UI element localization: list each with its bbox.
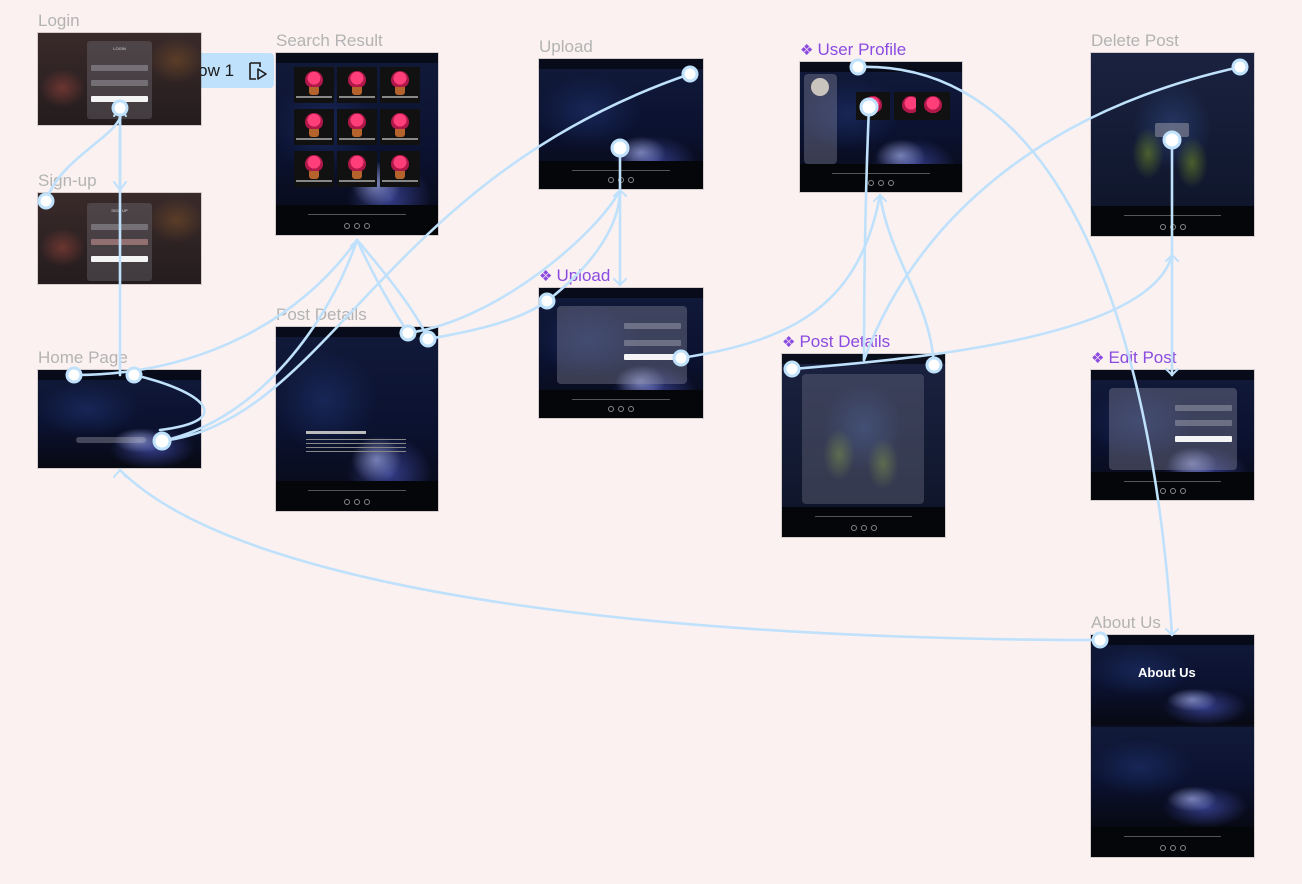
search-bar[interactable] (76, 437, 146, 443)
password-field[interactable] (91, 80, 148, 86)
result-tile[interactable] (337, 67, 377, 103)
connector (160, 238, 359, 443)
component-label-text: User Profile (817, 40, 907, 59)
connector-node[interactable] (1091, 631, 1109, 649)
frame-about-us[interactable]: About Us (1091, 635, 1254, 857)
connector-node[interactable] (783, 360, 801, 378)
connector (44, 116, 122, 203)
login-title: LOGIN (113, 46, 126, 51)
frame-label-login[interactable]: Login (38, 11, 80, 30)
result-tile[interactable] (294, 151, 334, 187)
arrowhead (873, 193, 887, 202)
connector-node[interactable] (152, 431, 172, 451)
connector-node[interactable] (538, 292, 556, 310)
connector-node[interactable] (1162, 130, 1182, 150)
arrowhead (350, 238, 364, 247)
arrowhead (1165, 368, 1179, 377)
connector (355, 238, 430, 341)
connector (406, 188, 622, 335)
upload-title-field[interactable] (624, 323, 681, 329)
connector-node[interactable] (399, 324, 417, 342)
frame-label-about-us[interactable]: About Us (1091, 613, 1161, 632)
connector (160, 72, 692, 443)
frame-user-profile[interactable] (800, 62, 962, 192)
connector-node[interactable] (859, 97, 879, 117)
component-label-user-profile[interactable]: ❖User Profile (800, 40, 906, 61)
frame-post-details-modal[interactable] (782, 354, 945, 537)
connector-node[interactable] (672, 349, 690, 367)
connector (862, 105, 871, 362)
post-title (306, 431, 366, 434)
edit-title-field[interactable] (1175, 405, 1232, 411)
connector (132, 373, 206, 432)
profile-post-tile[interactable] (916, 92, 950, 120)
connector (355, 238, 410, 335)
component-label-text: Edit Post (1108, 348, 1177, 367)
component-icon: ❖ (782, 334, 796, 351)
frame-search-result[interactable] (276, 53, 438, 235)
component-icon: ❖ (800, 42, 814, 59)
edit-modal (1109, 388, 1237, 470)
connector-node[interactable] (681, 65, 699, 83)
username-field[interactable] (91, 65, 148, 71)
about-heading: About Us (1138, 665, 1196, 680)
connector (426, 299, 549, 341)
connector-node[interactable] (111, 99, 129, 117)
login-button[interactable] (91, 96, 148, 102)
upload-modal (557, 306, 687, 384)
result-tile[interactable] (337, 109, 377, 145)
result-tile[interactable] (380, 67, 420, 103)
frame-post-details[interactable] (276, 327, 438, 511)
avatar (811, 78, 829, 96)
play-icon[interactable] (248, 61, 268, 81)
upload-desc-field[interactable] (624, 340, 681, 346)
result-tile[interactable] (380, 151, 420, 187)
frame-label-upload[interactable]: Upload (539, 37, 593, 56)
connector-node[interactable] (125, 366, 143, 384)
result-tile[interactable] (380, 109, 420, 145)
connector (118, 468, 1102, 642)
connector (72, 238, 359, 377)
edit-desc-field[interactable] (1175, 420, 1232, 426)
result-tile[interactable] (294, 67, 334, 103)
connector-node[interactable] (925, 356, 943, 374)
component-icon: ❖ (539, 268, 553, 285)
connector (790, 253, 1174, 371)
arrowhead (113, 468, 127, 478)
arrowhead (113, 181, 127, 192)
arrowhead (1165, 253, 1179, 262)
post-description (306, 439, 406, 453)
arrowhead (613, 188, 627, 197)
frame-label-delete-post[interactable]: Delete Post (1091, 31, 1179, 50)
component-label-post-details[interactable]: ❖Post Details (782, 332, 890, 353)
connector-node[interactable] (37, 192, 55, 210)
component-label-text: Post Details (799, 332, 891, 351)
result-tile[interactable] (294, 109, 334, 145)
connector-node[interactable] (849, 58, 867, 76)
frame-label-search-result[interactable]: Search Result (276, 31, 383, 50)
component-icon: ❖ (1091, 350, 1105, 367)
connector-node[interactable] (610, 138, 630, 158)
connector (856, 65, 1174, 637)
connector (878, 193, 936, 367)
frame-label-home[interactable]: Home Page (38, 348, 128, 367)
upload-submit-button[interactable] (624, 354, 681, 360)
connector (679, 193, 882, 360)
delete-confirm-dialog[interactable] (1155, 123, 1189, 137)
arrowhead (613, 278, 627, 287)
connector-node[interactable] (65, 366, 83, 384)
save-changes-button[interactable] (1175, 436, 1232, 442)
connector (862, 65, 1242, 362)
arrowhead (1165, 628, 1179, 637)
component-label-edit-post[interactable]: ❖Edit Post (1091, 348, 1177, 369)
post-details-modal (802, 374, 924, 504)
result-tile[interactable] (337, 151, 377, 187)
connector-node[interactable] (1231, 58, 1249, 76)
connector-node[interactable] (419, 330, 437, 348)
